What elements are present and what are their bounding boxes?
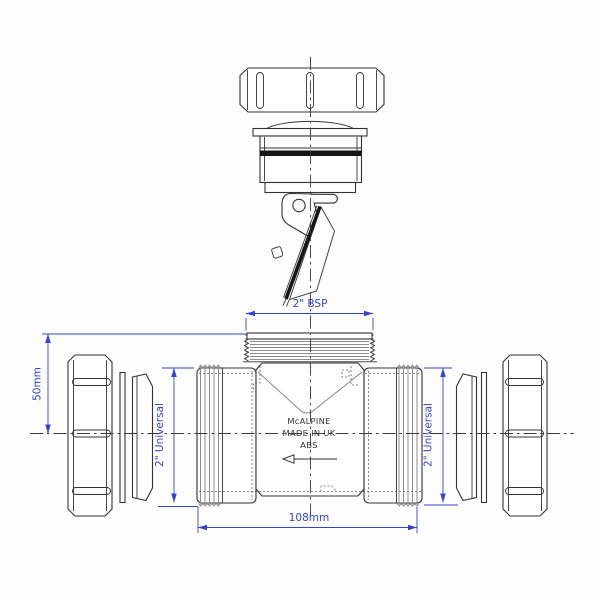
cap-dome [266, 120, 354, 129]
spigot-thread-edge-left [243, 338, 250, 362]
dimension-universal-right-label: 2" Universal [423, 403, 435, 467]
dimension-length-108mm: 108mm [197, 507, 418, 533]
centerlines [30, 57, 574, 519]
compression-nut-right [502, 354, 548, 517]
hidden-lines [199, 334, 421, 500]
washer-right [480, 371, 488, 504]
cap-nut-body [239, 67, 385, 113]
nut-grip-slot [72, 487, 111, 495]
flap-valve [271, 192, 338, 307]
dimension-height-50mm: 50mm [32, 333, 247, 434]
cone-ring-right [455, 373, 478, 502]
internal-funnel [257, 371, 363, 414]
tee-assembly [67, 332, 548, 517]
cone-ring-left [131, 373, 154, 502]
flap-hinge-pin [311, 193, 338, 204]
spigot-thread-edge-right [369, 338, 376, 362]
dimension-bsp-label: 2" BSP [293, 298, 328, 310]
washer-left [119, 371, 126, 504]
body-markings: McALPINE MADE IN UK ABS [281, 416, 337, 464]
flap-tip-line [286, 299, 290, 307]
sealing-cap [252, 120, 368, 194]
dimension-bsp: 2" BSP [245, 298, 374, 331]
dimension-length-label: 108mm [289, 512, 330, 524]
cap-nut-grip-slot [356, 72, 364, 109]
cap-nut [239, 67, 385, 113]
nut-grip-slot [505, 378, 544, 386]
flap-pivot-hole [292, 198, 306, 213]
dimension-height-label: 50mm [32, 367, 44, 401]
socket-right-threads [396, 364, 420, 507]
nut-grip-slot [505, 487, 544, 495]
cap-flange [252, 127, 368, 137]
flap-tip-line [282, 298, 287, 306]
dimension-universal-left-label: 2" Universal [154, 403, 166, 467]
dimension-universal-left: 2" Universal [154, 367, 198, 507]
dimension-universal-right: 2" Universal [423, 367, 458, 506]
nut-grip-slot [72, 378, 111, 386]
marking-origin: MADE IN UK [283, 428, 336, 438]
socket-left-threads [198, 364, 223, 507]
spigot-rim [246, 332, 373, 340]
flow-direction-arrow [281, 454, 337, 464]
cap-nut-grip-slot [256, 72, 264, 109]
flap-retaining-clip [271, 246, 284, 259]
marking-material: ABS [300, 440, 317, 450]
bsp-spigot [243, 332, 377, 363]
flap-disc-face [288, 205, 336, 301]
tee-body [255, 362, 365, 497]
flap-hinge-bracket [281, 192, 318, 238]
compression-nut-left [67, 354, 113, 517]
flap-disc-edge [283, 205, 318, 298]
flap-rubber-seal [284, 205, 322, 300]
marking-brand: McALPINE [287, 416, 330, 426]
socket-right [363, 367, 423, 504]
socket-left [196, 367, 257, 504]
cap-nut-grip-slot [306, 72, 314, 109]
